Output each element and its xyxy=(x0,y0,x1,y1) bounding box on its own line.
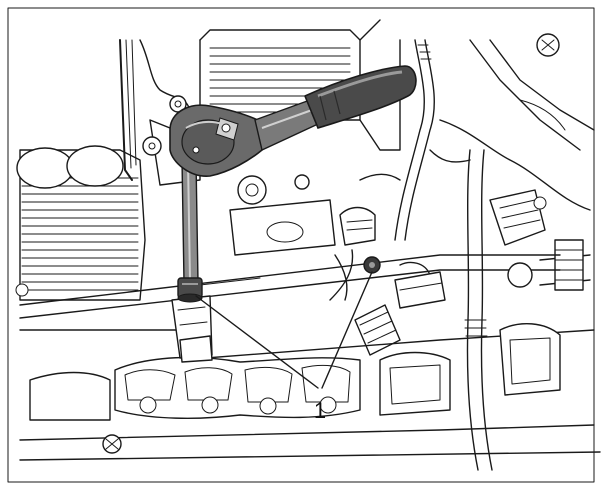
bolt-head-left xyxy=(142,136,162,156)
figure-frame xyxy=(7,7,595,483)
upper-right-pipes xyxy=(394,33,595,241)
callout-number-1: 1 xyxy=(314,398,326,423)
connector-plug xyxy=(354,304,401,356)
mounting-bracket xyxy=(171,295,213,363)
cylinder-head xyxy=(19,322,601,461)
center-components xyxy=(229,173,401,301)
target-bolt xyxy=(363,256,381,274)
upper-left-structure xyxy=(119,39,201,186)
ratchet-tool xyxy=(169,65,417,303)
oil-cooler xyxy=(15,145,146,301)
fuel-rail xyxy=(19,254,561,319)
callout-leaders xyxy=(195,271,373,389)
